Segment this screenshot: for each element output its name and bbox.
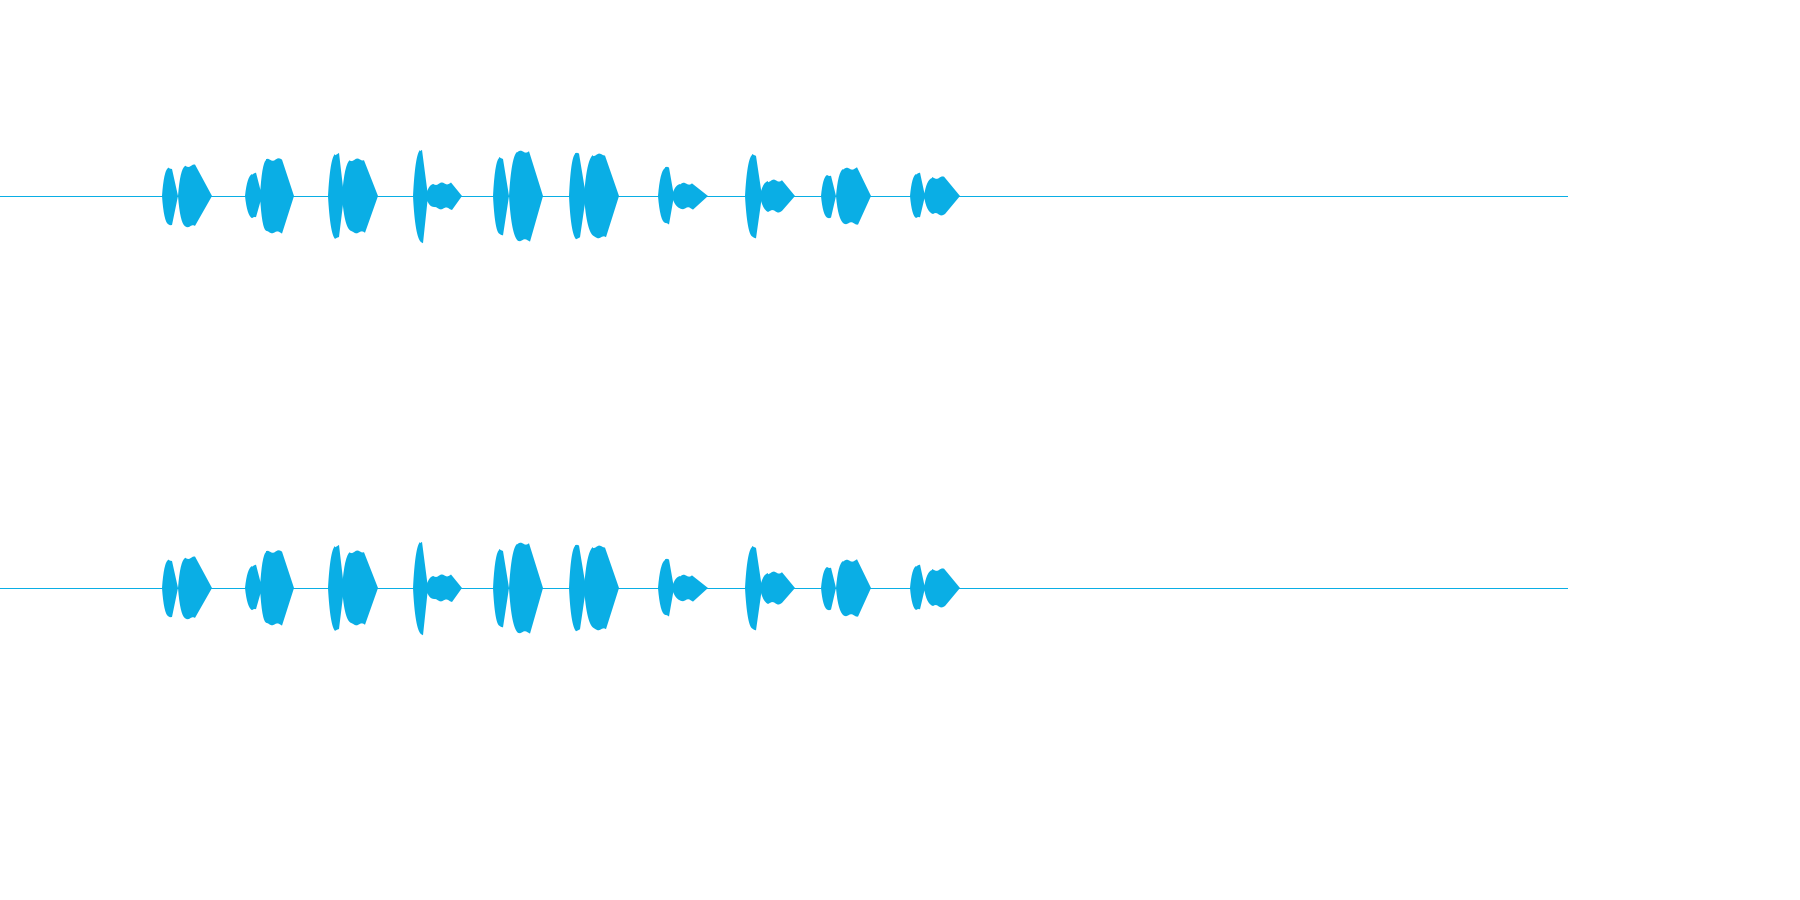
waveform-burst — [569, 544, 586, 632]
waveform-burst — [910, 172, 925, 219]
waveform-burst — [821, 566, 836, 611]
waveform-burst — [260, 158, 294, 234]
waveform-burst — [413, 149, 428, 244]
waveform-burst — [658, 166, 674, 225]
waveform-burst — [509, 150, 543, 242]
waveform-burst — [260, 550, 294, 626]
waveform-burst — [584, 545, 619, 631]
waveform-burst — [760, 571, 795, 605]
waveform-burst — [328, 152, 344, 239]
waveform-channel-2 — [0, 541, 1568, 636]
waveform-burst — [924, 568, 960, 608]
waveform-burst — [745, 545, 762, 631]
waveform-burst — [245, 564, 262, 611]
waveform-burst — [924, 176, 960, 216]
waveform-burst — [342, 158, 378, 234]
waveform-burst — [584, 153, 619, 239]
waveform-burst — [910, 564, 925, 611]
waveform-channel-1 — [0, 149, 1568, 244]
waveform-burst — [162, 167, 178, 226]
waveform-burst — [672, 182, 708, 210]
waveform-canvas — [0, 149, 1568, 636]
waveform-burst — [509, 542, 543, 634]
waveform-burst — [760, 179, 795, 213]
waveform-burst — [178, 556, 212, 620]
waveform-burst — [745, 153, 762, 239]
waveform-burst — [328, 544, 344, 631]
waveform-burst — [426, 574, 462, 602]
waveform-burst — [569, 152, 586, 240]
waveform-burst — [658, 558, 674, 617]
waveform-burst — [836, 559, 871, 617]
waveform-burst — [493, 549, 509, 628]
waveform-burst — [672, 574, 708, 602]
waveform-burst — [342, 550, 378, 626]
waveform-burst — [836, 167, 871, 225]
waveform-burst — [426, 182, 462, 210]
waveform-burst — [162, 559, 178, 618]
waveform-burst — [178, 164, 212, 228]
waveform-burst — [413, 541, 428, 636]
waveform-burst — [821, 174, 836, 219]
waveform-burst — [493, 157, 509, 236]
waveform-burst — [245, 172, 262, 219]
